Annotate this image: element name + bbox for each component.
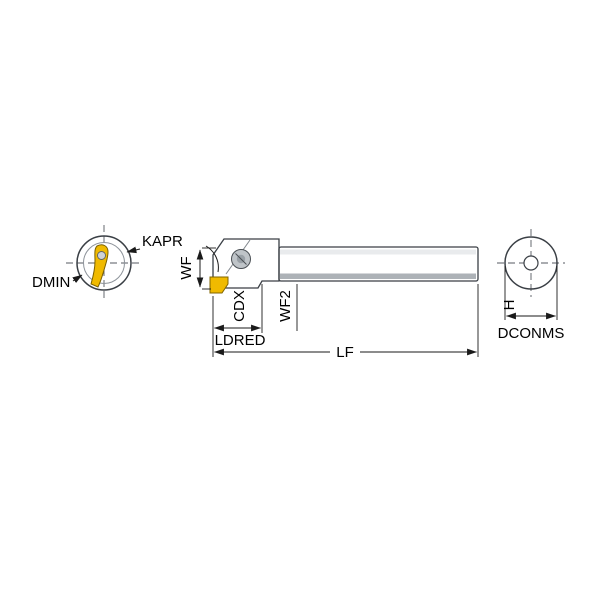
cdx-label: CDX — [231, 290, 248, 322]
front-view-inner-circle — [83, 242, 125, 284]
shank-top-highlight — [280, 249, 476, 255]
rear-view-outer-circle — [504, 236, 558, 290]
wf2-label: WF2 — [277, 290, 294, 322]
front-view-insert-screw — [97, 251, 106, 260]
cutter-head — [212, 238, 280, 289]
shank-bottom-shadow — [280, 273, 476, 279]
h-label: H — [501, 300, 518, 311]
side-view-insert — [209, 276, 229, 294]
wf-label: WF — [178, 256, 195, 279]
ldred-label: LDRED — [215, 332, 266, 349]
front-view-outer-circle — [76, 235, 132, 291]
dconms-label: DCONMS — [498, 325, 565, 342]
lf-label: LF — [336, 344, 354, 361]
kapr-angle-arc — [205, 245, 219, 273]
front-end-view — [66, 225, 142, 301]
side-view — [209, 238, 479, 294]
front-view-insert — [90, 244, 109, 288]
rear-end-view — [497, 229, 565, 297]
dmin-leader-line — [72, 274, 83, 284]
clamp-screw-slot — [235, 253, 247, 265]
dmin-label: DMIN — [32, 274, 70, 291]
kapr-leader-line — [126, 246, 141, 254]
dimension-annotations: DMIN KAPR WF CDX WF2 LDRED LF H DCONMS — [32, 233, 564, 361]
kapr-label: KAPR — [142, 233, 183, 250]
rear-view-bore-circle — [523, 255, 539, 271]
